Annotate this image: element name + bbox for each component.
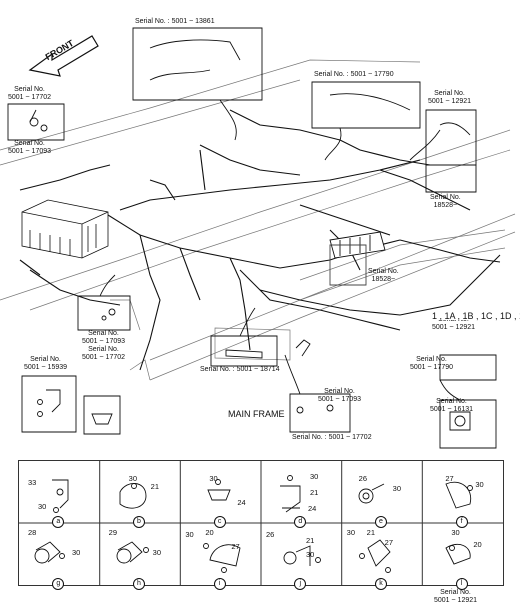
- grid-part-number: 30: [451, 528, 460, 537]
- grid-cell-letter-l: l: [455, 578, 468, 590]
- grid-part-number: 30: [392, 484, 401, 493]
- battery-pack: [21, 199, 109, 259]
- grid-part-number: 26: [358, 474, 367, 483]
- side-insets: [21, 354, 497, 449]
- grid-cell-letter-j: j: [294, 578, 307, 590]
- grid-cell-letter-b: b: [133, 516, 145, 528]
- serial-label-right-18528: Serial No. 18528~: [430, 194, 461, 209]
- serial-label-center-18528: Serial No. 18528~: [368, 268, 399, 283]
- grid-part-number: 20: [473, 540, 482, 549]
- grid-part-number: 28: [28, 528, 37, 537]
- grid-part-number: 27: [384, 538, 393, 547]
- grid-part-number: 21: [150, 482, 159, 491]
- grid-sketches: [34, 475, 473, 573]
- serial-label-right-17790: Serial No. 5001 ~ 17790: [410, 356, 454, 371]
- grid-part-number: 30: [128, 474, 137, 483]
- grid-cell-letter-g: g: [52, 578, 65, 590]
- serial-label-left-15939: Serial No. 5001 ~ 15939: [24, 356, 68, 371]
- grid-part-number: 21: [366, 528, 375, 537]
- front-arrow-icon: [28, 35, 99, 77]
- grid-part-number: 30: [152, 548, 161, 557]
- variant-list: 1 , 1A , 1B , 1C , 1D , 1E: [432, 312, 520, 321]
- grid-cell-letter-f: f: [455, 516, 468, 528]
- grid-part-number: 29: [108, 528, 117, 537]
- serial-label-right-top: Serial No. 5001 ~ 12921: [428, 90, 472, 105]
- serial-label-bottom-17702: Serial No. : 5001 ~ 17702: [292, 434, 372, 441]
- grid-part-number: 21: [306, 536, 315, 545]
- callout-boxes: [7, 27, 477, 433]
- grid-part-number: 33: [28, 478, 37, 487]
- grid-part-number: 24: [237, 498, 246, 507]
- serial-label-top: Serial No. : 5001 ~ 13861: [135, 18, 215, 25]
- serial-label-center-18714: Serial No. : 5001 ~ 18714: [200, 366, 280, 373]
- grid-part-number: 26: [266, 530, 275, 539]
- serial-label-bottom-17093: Serial No. 5001 ~ 17093: [318, 388, 362, 403]
- grid-part-number: 24: [308, 504, 317, 513]
- main-frame-label: MAIN FRAME: [228, 409, 285, 419]
- grid-part-number: 30: [38, 502, 47, 511]
- grid-part-number: 30: [346, 528, 355, 537]
- grid-part-number: 30: [185, 530, 194, 539]
- grid-part-number: 27: [445, 474, 454, 483]
- grid-cell-letter-k: k: [375, 578, 387, 590]
- serial-label-left-top-b: Serial No. 5001 ~ 17093: [8, 140, 52, 155]
- serial-label-right-16131: Serial No. 5001 ~ 16131: [430, 398, 474, 413]
- grid-part-number: 30: [310, 472, 319, 481]
- grid-cell-letter-a: a: [52, 516, 65, 528]
- parts-grid: [18, 460, 504, 586]
- grid-cell-letter-c: c: [213, 516, 226, 528]
- grid-part-number: 30: [209, 474, 218, 483]
- grid-part-number: 20: [205, 528, 214, 537]
- grid-part-number: 30: [475, 480, 484, 489]
- serial-label-left-mid-b: Serial No. 5001 ~ 17702: [82, 346, 126, 361]
- callout-part-sketches: [29, 39, 471, 431]
- grid-part-number: 30: [72, 548, 81, 557]
- serial-label-left-mid-a: Serial No. 5001 ~ 17093: [82, 330, 126, 345]
- grid-cell-letter-d: d: [294, 516, 307, 528]
- grid-part-number: 30: [306, 550, 315, 559]
- grid-cell-letter-h: h: [133, 578, 145, 590]
- grid-cell-letter-i: i: [213, 578, 226, 590]
- grid-part-number: 27: [231, 542, 240, 551]
- grid-cell-letter-e: e: [375, 516, 387, 528]
- grid-part-number: 21: [310, 488, 319, 497]
- serial-label-right-mid: Serial No. : 5001 ~ 17790: [314, 71, 394, 78]
- serial-label-grid-12921: Serial No. 5001 ~ 12921: [434, 589, 478, 604]
- serial-label-left-top-a: Serial No. 5001 ~ 17702: [8, 86, 52, 101]
